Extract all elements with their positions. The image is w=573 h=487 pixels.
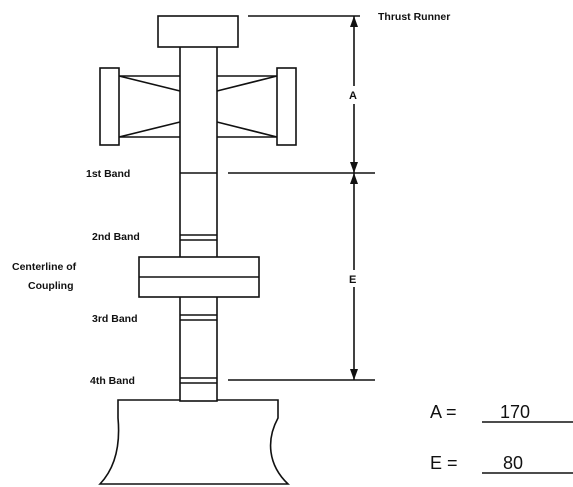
- result-e-value: 80: [503, 453, 523, 473]
- dimension-e-letter: E: [349, 274, 356, 286]
- thrust-runner: [157, 15, 239, 48]
- label-band-4: 4th Band: [90, 375, 135, 387]
- bearing-left-outer: [99, 67, 120, 146]
- bearing-assembly: [99, 67, 297, 146]
- label-coupling-line1: Centerline of: [12, 261, 77, 273]
- label-band-3: 3rd Band: [92, 313, 138, 325]
- result-a-label: A =: [430, 402, 457, 422]
- motor-base: [98, 399, 291, 485]
- label-band-1: 1st Band: [86, 168, 130, 180]
- dimension-e: [350, 173, 358, 380]
- shaft: [179, 45, 218, 402]
- label-band-2: 2nd Band: [92, 231, 140, 243]
- coupling: [138, 256, 260, 298]
- label-thrust-runner: Thrust Runner: [378, 11, 450, 23]
- label-coupling-line2: Coupling: [28, 280, 74, 292]
- dimension-a: [350, 16, 358, 173]
- dimension-a-letter: A: [349, 90, 357, 102]
- result-e-label: E =: [430, 453, 458, 473]
- result-a-value: 170: [500, 402, 530, 422]
- bearing-right-outer: [276, 67, 297, 146]
